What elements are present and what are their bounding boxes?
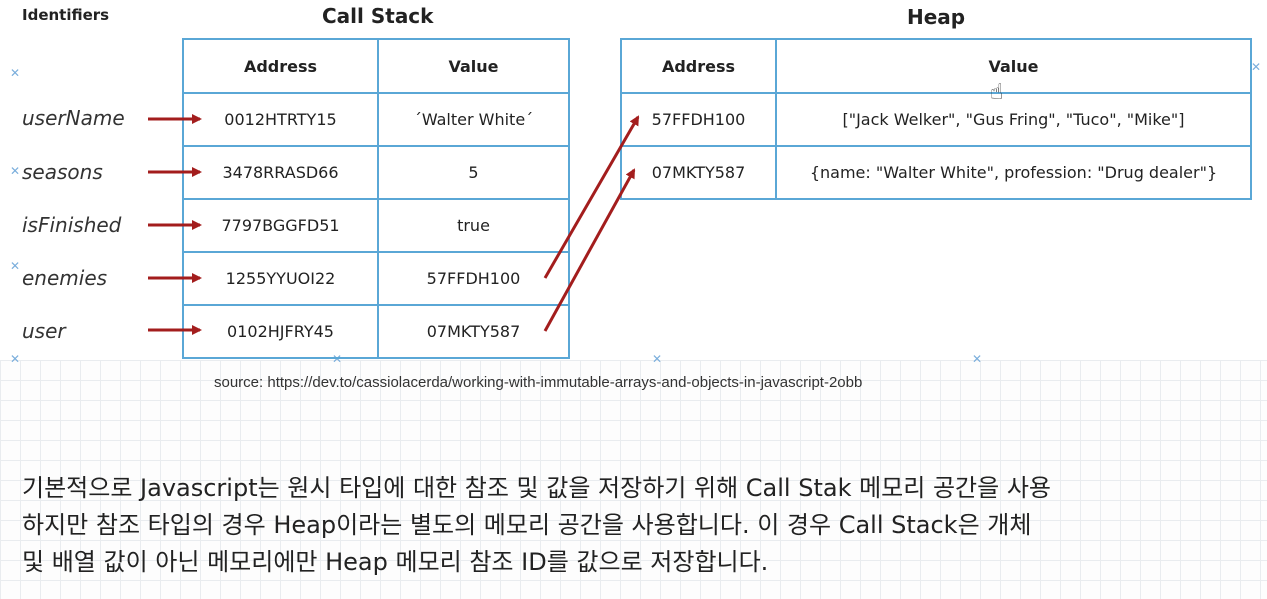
table-row: 07MKTY587 {name: "Walter White", profess… [620,145,1252,200]
description-line: 하지만 참조 타입의 경우 Heap이라는 별도의 메모리 공간을 사용합니다.… [22,511,1032,539]
identifiers-title: Identifiers [22,6,110,24]
hand-pointer-icon: ☝ [990,80,1004,105]
address-cell: 0012HTRTY15 [182,92,379,147]
identifier-label: isFinished [22,213,122,237]
address-cell: 1255YYUOI22 [182,251,379,306]
value-cell: {name: "Walter White", profession: "Drug… [775,145,1252,200]
description-text: 기본적으로 Javascript는 원시 타입에 대한 참조 및 값을 저장하기… [22,470,1252,581]
arrow-enemies-to-heap [543,115,640,279]
value-cell: ["Jack Welker", "Gus Fring", "Tuco", "Mi… [775,92,1252,147]
grid-marker: ✕ [10,164,21,178]
column-header-value: Value [377,38,570,94]
grid-marker: ✕ [1251,60,1262,74]
table-row: 7797BGGFD51 true [182,198,570,253]
identifier-label: seasons [22,160,103,184]
column-header-address: Address [620,38,777,94]
table-header-row: Address Value [182,38,570,94]
grid-marker: ✕ [652,352,663,366]
column-header-address: Address [182,38,379,94]
value-cell: ´Walter White´ [377,92,570,147]
value-cell: 5 [377,145,570,200]
table-row: 3478RRASD66 5 [182,145,570,200]
address-cell: 07MKTY587 [620,145,777,200]
table-header-row: Address Value [620,38,1252,94]
address-cell: 57FFDH100 [620,92,777,147]
grid-marker: ✕ [10,352,21,366]
address-cell: 0102HJFRY45 [182,304,379,359]
value-cell: true [377,198,570,253]
call-stack-table: Address Value 0012HTRTY15 ´Walter White´… [182,38,570,359]
identifier-label: enemies [22,266,108,290]
description-line: 및 배열 값이 아닌 메모리에만 Heap 메모리 참조 ID를 값으로 저장합… [22,548,769,576]
identifier-label: user [22,319,66,343]
address-cell: 7797BGGFD51 [182,198,379,253]
grid-marker: ✕ [972,352,983,366]
table-row: 0012HTRTY15 ´Walter White´ [182,92,570,147]
arrow-user-to-heap [543,168,636,332]
source-citation: source: https://dev.to/cassiolacerda/wor… [214,374,863,391]
arrows-layer [148,114,640,335]
grid-marker: ✕ [332,352,343,366]
grid-marker: ✕ [10,259,21,273]
description-line: 기본적으로 Javascript는 원시 타입에 대한 참조 및 값을 저장하기… [22,474,1051,502]
table-row: 1255YYUOI22 57FFDH100 [182,251,570,306]
column-header-value: Value [775,38,1252,94]
address-cell: 3478RRASD66 [182,145,379,200]
heap-title: Heap [907,5,966,29]
grid-marker: ✕ [10,66,21,80]
value-cell: 07MKTY587 [377,304,570,359]
table-row: 0102HJFRY45 07MKTY587 [182,304,570,359]
call-stack-title: Call Stack [322,4,434,28]
value-cell: 57FFDH100 [377,251,570,306]
heap-table: Address Value 57FFDH100 ["Jack Welker", … [620,38,1252,200]
table-row: 57FFDH100 ["Jack Welker", "Gus Fring", "… [620,92,1252,147]
identifier-label: userName [22,106,125,130]
